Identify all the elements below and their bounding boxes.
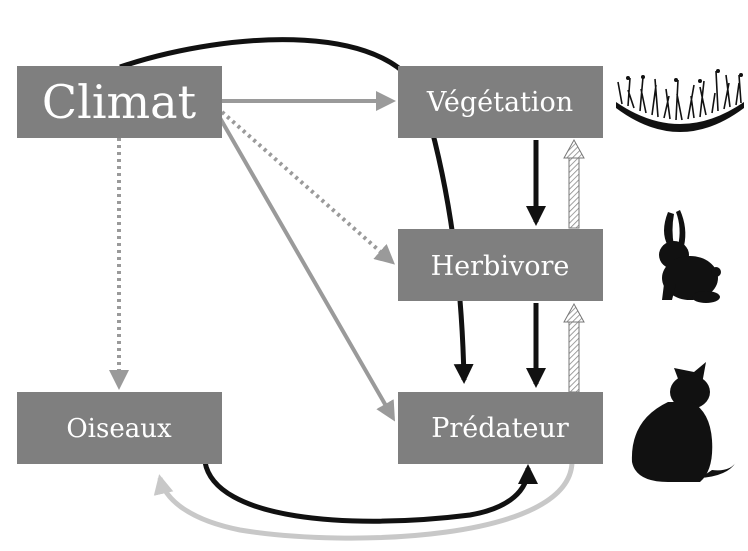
arrow-oiseaux-to-predateur [202,461,538,524]
node-predateur: Prédateur [398,392,603,464]
node-vegetation: Végétation [398,66,603,138]
arrow-predateur-to-oiseaux [153,462,575,541]
arrow-herbivore-to-vegetation-feedback [563,138,585,229]
grass-icon [616,69,744,132]
node-herbivore: Herbivore [398,229,603,301]
node-climat: Climat [17,66,222,138]
arrow-climat-to-herbivore-dotted [220,110,395,265]
arrow-climat-to-predateur [218,117,395,422]
node-vegetation-label: Végétation [426,87,573,118]
node-oiseaux-label: Oiseaux [66,414,172,444]
node-predateur-label: Prédateur [431,413,569,444]
node-herbivore-label: Herbivore [431,251,570,282]
node-oiseaux: Oiseaux [17,392,222,464]
cat-icon [631,362,736,482]
rabbit-icon [659,210,721,303]
arrow-predateur-to-herbivore-feedback [563,302,585,393]
node-climat-label: Climat [42,75,197,129]
